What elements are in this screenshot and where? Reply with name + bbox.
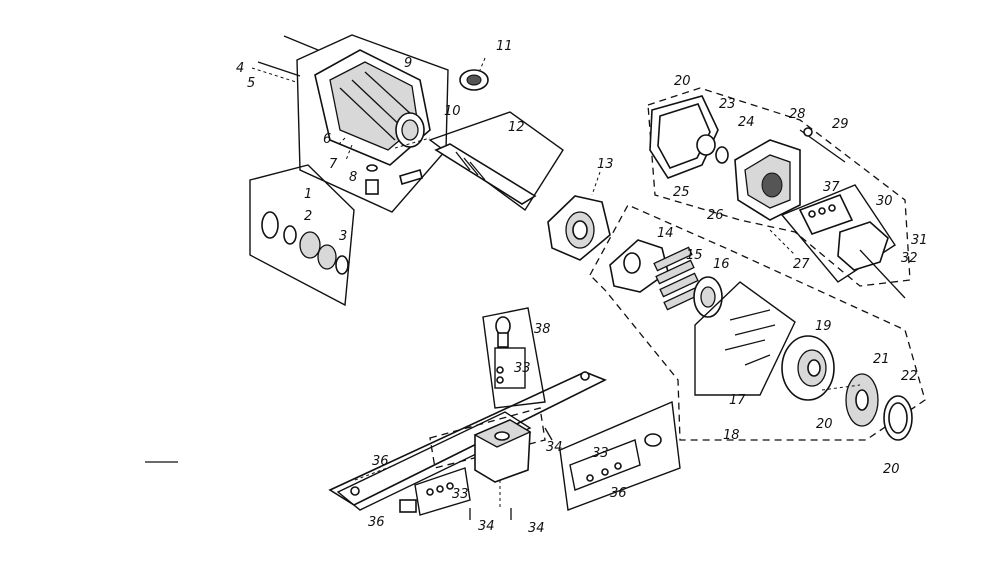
callout-26: 26 — [707, 208, 724, 223]
callout-34-left: 34 — [478, 519, 495, 534]
bearing-2 — [317, 244, 337, 270]
callout-19: 19 — [815, 319, 832, 334]
seal-kit-outline — [249, 164, 355, 307]
port-plate — [547, 171, 611, 261]
lower-plate-outline — [336, 411, 532, 511]
callout-38: 38 — [534, 322, 551, 337]
callout-32: 32 — [901, 251, 918, 266]
o-ring-24 — [715, 146, 729, 164]
callout-20-bottom: 20 — [883, 462, 900, 477]
bolt — [283, 35, 319, 51]
callout-36-bottom: 36 — [368, 515, 385, 530]
callout-12: 12 — [508, 120, 525, 135]
end-cover-group-outline — [647, 87, 911, 287]
callout-37: 37 — [823, 180, 840, 195]
callout-36-right: 36 — [610, 486, 627, 501]
valve-kit-36-outline — [559, 400, 681, 511]
callout-10: 10 — [444, 104, 461, 119]
pistons — [653, 246, 703, 311]
seal-kit — [249, 164, 355, 307]
callout-34-center: 34 — [528, 521, 545, 536]
drive-shaft — [434, 143, 537, 205]
key — [399, 168, 423, 186]
callout-29: 29 — [832, 117, 849, 132]
retaining-ring — [261, 211, 279, 239]
drive-shaft-group — [394, 111, 564, 212]
seal-ring — [283, 225, 297, 245]
callout-7: 7 — [329, 157, 338, 172]
callout-20-mid: 20 — [816, 417, 833, 432]
callout-33-right: 33 — [592, 446, 609, 461]
mounting-strip — [328, 371, 607, 506]
callout-18: 18 — [723, 428, 740, 443]
callout-20-top: 20 — [674, 74, 691, 89]
callout-34-right: 34 — [546, 440, 563, 455]
callout-24: 24 — [738, 115, 755, 130]
end-cover-group — [647, 87, 911, 299]
valve-block — [837, 221, 889, 271]
callout-8: 8 — [349, 170, 357, 185]
callout-25: 25 — [673, 185, 690, 200]
bearing-23 — [696, 134, 716, 156]
fitting — [399, 499, 417, 513]
callout-22: 22 — [901, 369, 918, 384]
callout-13: 13 — [597, 157, 614, 172]
callout-11: 11 — [496, 39, 513, 54]
callout-4: 4 — [236, 61, 244, 76]
callout-6: 6 — [323, 132, 331, 147]
callout-16: 16 — [713, 257, 730, 272]
valve-kit-33-outline — [569, 439, 641, 491]
screw-34c — [544, 427, 553, 441]
callout-23: 23 — [719, 97, 736, 112]
callout-2: 2 — [304, 209, 312, 224]
valve-body-outline — [429, 407, 546, 469]
valve-box-outline — [780, 184, 896, 283]
callout-9: 9 — [404, 56, 412, 71]
callout-21: 21 — [873, 352, 890, 367]
valve-parts-37 — [798, 193, 854, 235]
plug-fitting — [644, 433, 662, 447]
control-valve-group — [328, 307, 681, 520]
rotating-group-outline — [589, 204, 926, 441]
callout-33-lower: 33 — [452, 487, 469, 502]
callout-14: 14 — [657, 226, 674, 241]
callout-15: 15 — [686, 248, 703, 263]
washer — [366, 164, 378, 172]
callout-30: 30 — [876, 194, 893, 209]
o-ring — [335, 255, 349, 275]
spring-set-outline — [694, 281, 796, 396]
rotating-group — [589, 204, 926, 441]
bolt-32 — [859, 249, 906, 299]
bolt-4 — [257, 61, 301, 77]
callout-17: 17 — [729, 393, 746, 408]
plug-28 — [803, 127, 813, 137]
housing-assembly — [251, 34, 449, 213]
callout-5: 5 — [247, 76, 255, 91]
plug — [350, 486, 360, 496]
callout-28: 28 — [789, 107, 806, 122]
drain-plug — [365, 179, 379, 195]
spring — [729, 309, 771, 321]
valve-kit-33-lower-outline — [414, 467, 471, 516]
callout-33-upper: 33 — [514, 361, 531, 376]
bearing-11 — [459, 57, 489, 91]
callout-31: 31 — [911, 233, 928, 248]
callout-1: 1 — [304, 187, 312, 202]
callout-27: 27 — [793, 257, 810, 272]
bearing-1 — [299, 231, 321, 259]
callout-36-left: 36 — [372, 454, 389, 469]
valve-kit-38-outline — [482, 307, 546, 409]
callout-3: 3 — [339, 229, 347, 244]
shaft-group-outline — [428, 111, 564, 212]
